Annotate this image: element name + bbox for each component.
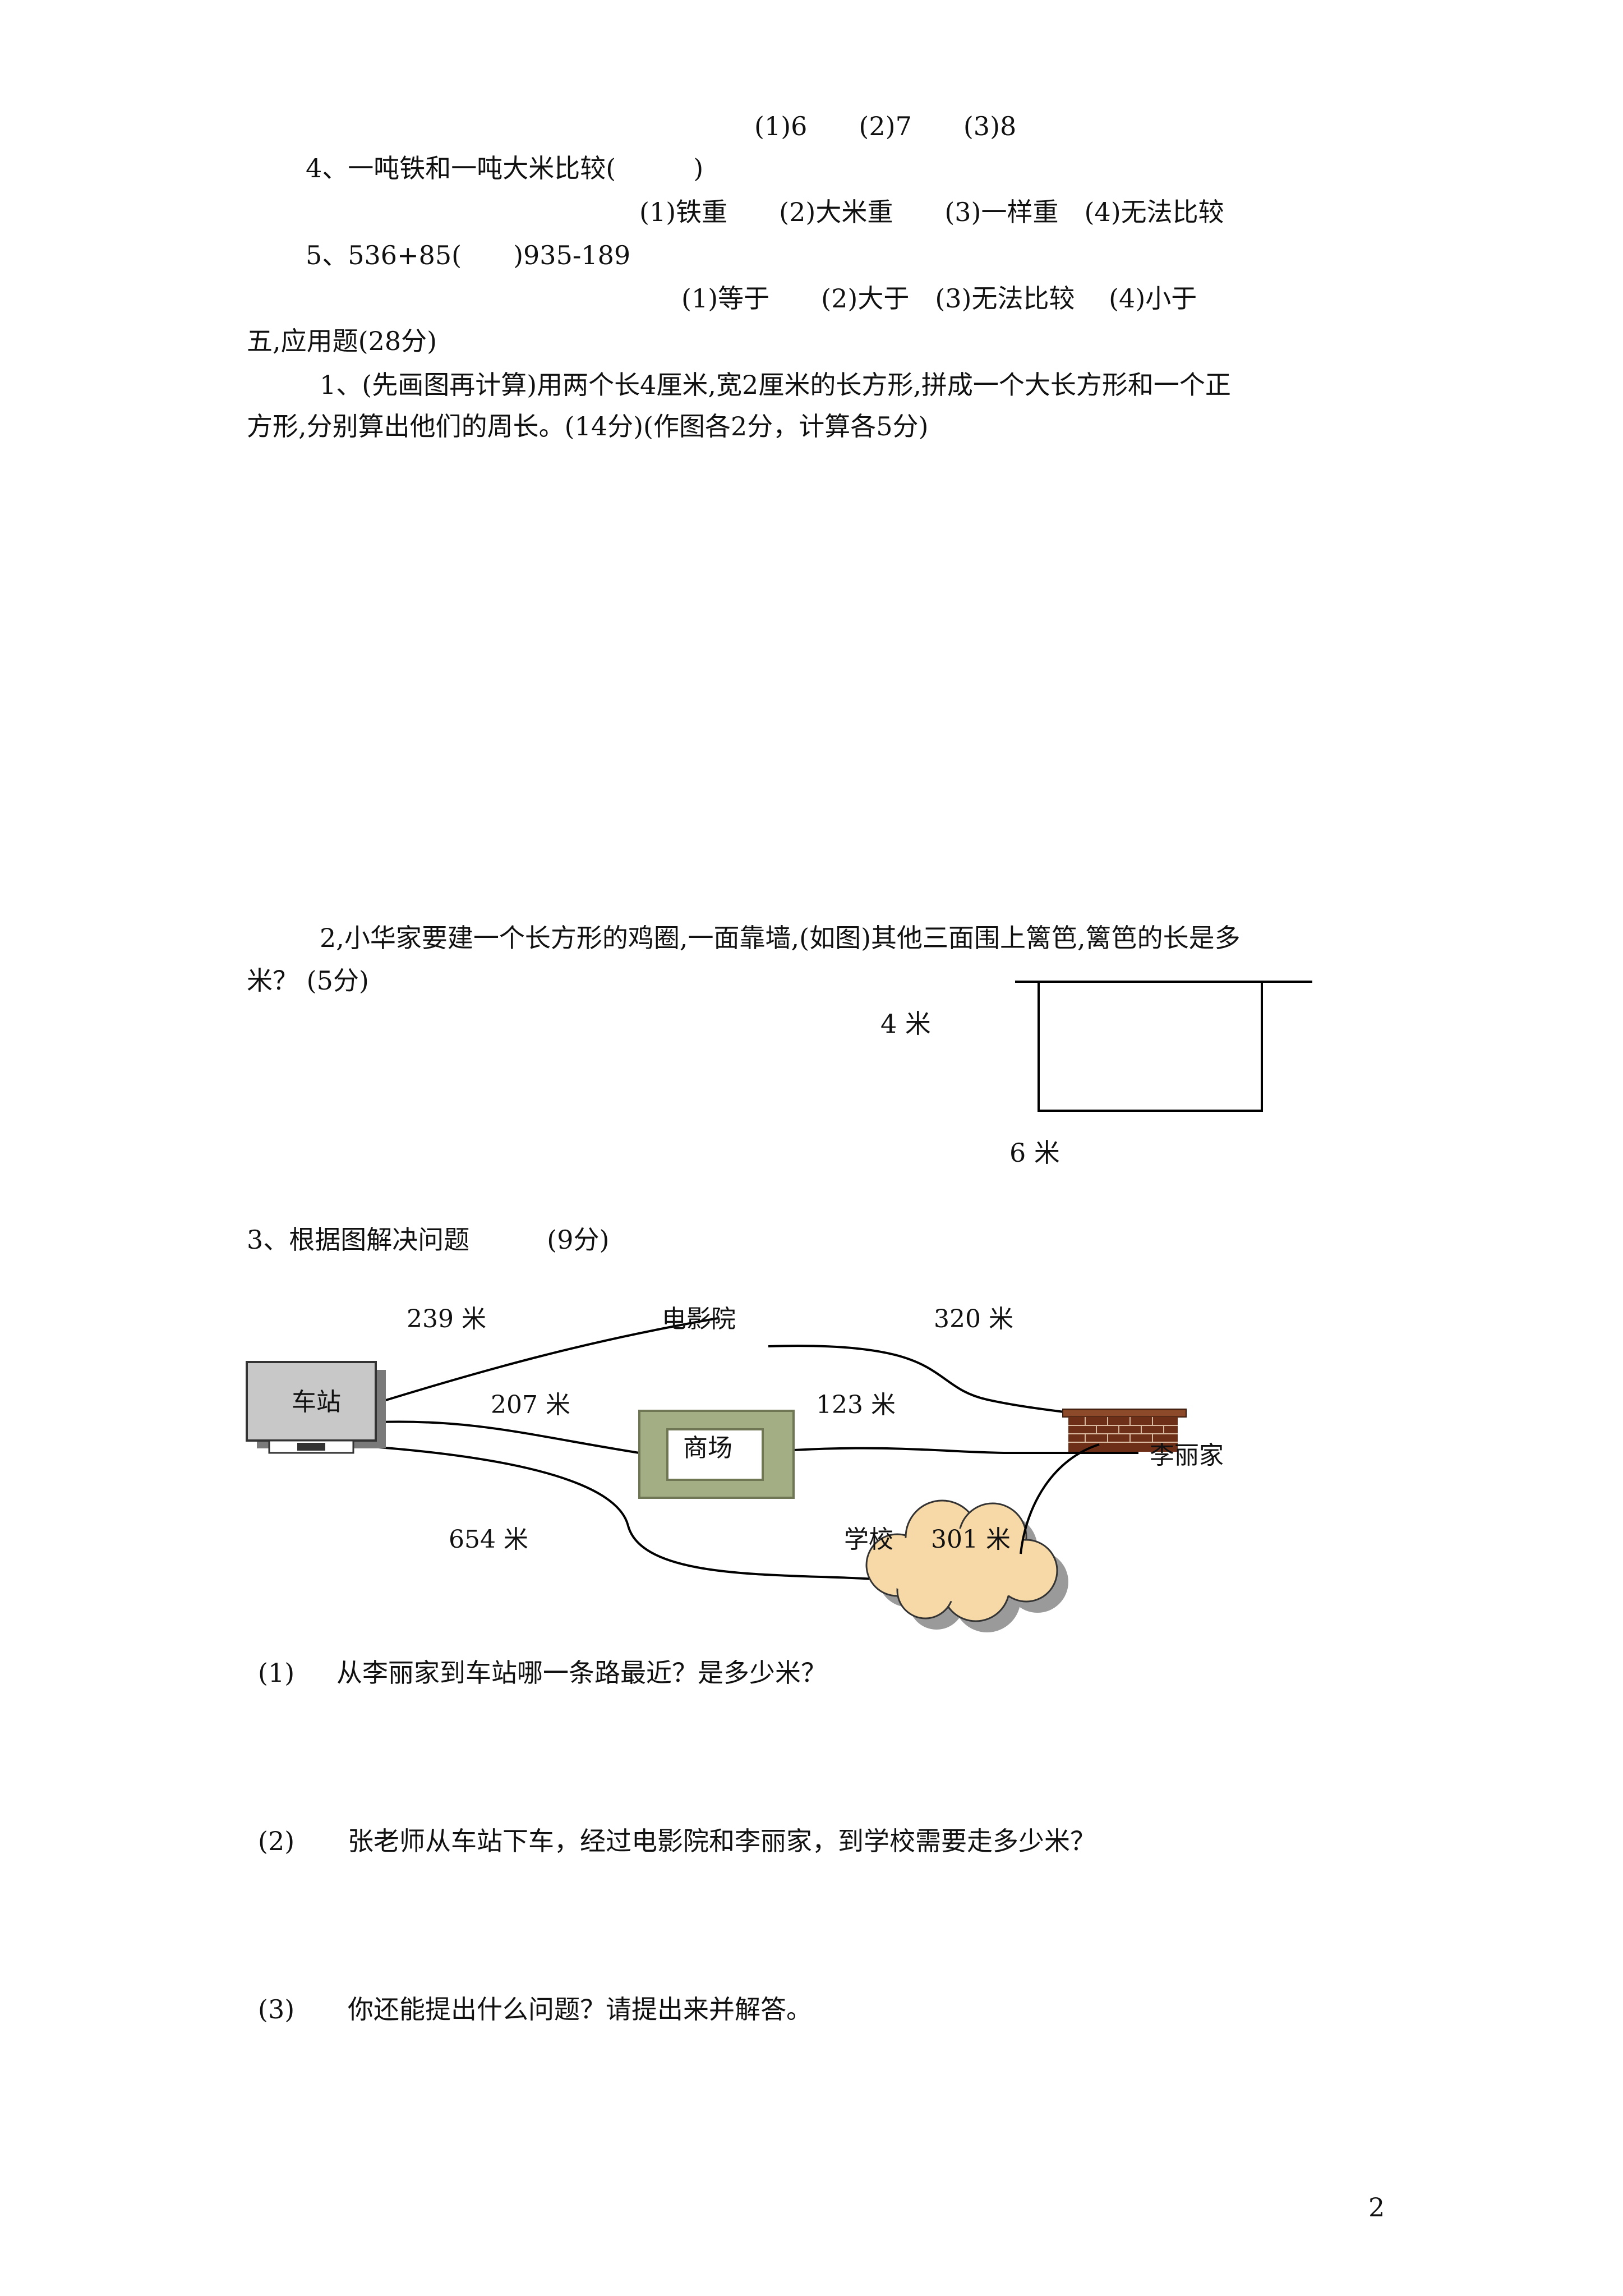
school-label: 学校: [844, 1525, 893, 1554]
subq1-text: 从李丽家到车站哪一条路最近？是多少米？: [336, 1658, 827, 1688]
distance-station-school: 654 米: [449, 1525, 528, 1554]
cinema-label: 电影院: [662, 1305, 736, 1333]
cloud-center: [878, 1529, 1046, 1602]
subq3-text: 你还能提出什么问题？请提出来并解答。: [348, 1994, 812, 2024]
home-roof: [1062, 1409, 1187, 1418]
app1-line1: 1、(先画图再计算)用两个长4厘米,宽2厘米的长方形,拼成一个大长方形和一个正: [320, 370, 1231, 400]
road-school-home: [1020, 1443, 1100, 1554]
distance-mall-home: 123 米: [816, 1391, 896, 1419]
section-title: 五,应用题(28分): [247, 326, 437, 356]
q4-options: (1)铁重 (2)大米重 (3)一样重 (4)无法比较: [639, 197, 1224, 227]
q4-text: 4、一吨铁和一吨大米比较( ): [306, 153, 704, 183]
distance-station-mall: 207 米: [491, 1391, 570, 1419]
station-foot: [297, 1443, 325, 1451]
page-number: 2: [1368, 2192, 1385, 2223]
app2-line2: 米？ (5分): [247, 965, 369, 996]
home-bricks: [1068, 1417, 1178, 1443]
subq1-number: (1): [258, 1658, 295, 1688]
q5-options: (1)等于 (2)大于 (3)无法比较 (4)小于: [681, 283, 1197, 314]
subq3-number: (3): [258, 1994, 295, 2024]
app3-title: 3、根据图解决问题 (9分): [247, 1225, 610, 1255]
road-mall-home: [793, 1447, 1138, 1454]
distance-school-home: 301 米: [931, 1525, 1011, 1554]
map-figure: [246, 1317, 1187, 1632]
distance-station-cinema: 239 米: [407, 1305, 486, 1333]
coop-figure: [1015, 981, 1312, 1112]
station-box: [246, 1361, 377, 1442]
station-icon: [246, 1361, 386, 1454]
road-station-cinema: [378, 1317, 718, 1404]
station-label: 车站: [292, 1388, 341, 1416]
mall-label: 商场: [683, 1434, 732, 1462]
app2-line1: 2,小华家要建一个长方形的鸡圈,一面靠墙,(如图)其他三面围上篱笆,篱笆的长是多: [320, 923, 1241, 953]
school-cloud-icon: [865, 1499, 1068, 1632]
app1-line2: 方形,分别算出他们的周长。(14分)(作图各2分，计算各5分): [247, 411, 929, 441]
home-label: 李丽家: [1150, 1441, 1224, 1470]
distance-cinema-home: 320 米: [934, 1305, 1013, 1333]
mall-icon: [638, 1410, 795, 1499]
app2-side-label: 4 米: [880, 1009, 931, 1039]
mall-sign: [666, 1428, 764, 1481]
subq2-number: (2): [258, 1826, 295, 1856]
q5-text: 5、536+85( )935-189: [306, 240, 631, 270]
coop-rectangle: [1038, 981, 1263, 1112]
subq2-text: 张老师从车站下车，经过电影院和李丽家，到学校需要走多少米？: [348, 1826, 1096, 1856]
road-station-mall: [378, 1420, 640, 1454]
home-icon: [1062, 1409, 1187, 1452]
app2-bottom-label: 6 米: [1009, 1138, 1060, 1168]
q3-options: (1)6 (2)7 (3)8: [754, 111, 1017, 141]
